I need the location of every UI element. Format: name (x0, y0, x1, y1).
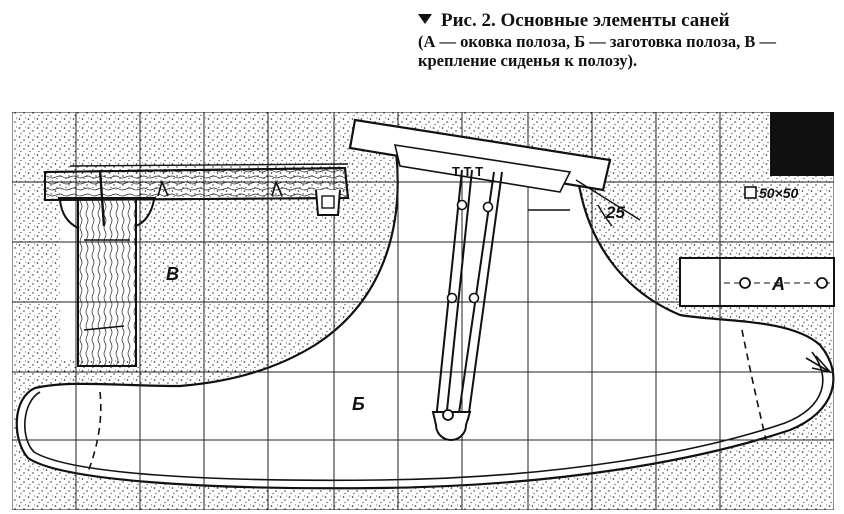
runner-shoe (679, 257, 835, 307)
runner-inner-contour (24, 351, 824, 482)
strut-bottom-eye (431, 409, 472, 441)
figure-legend: (А — оковка полоза, Б — заготовка полоза… (418, 32, 776, 70)
triangle-marker-icon (418, 14, 432, 24)
runner-blank-shape (15, 124, 835, 490)
cut-lines (87, 329, 767, 473)
label-v: В (166, 264, 179, 284)
grid-size-label: 50×50 (759, 185, 799, 201)
seat-board (348, 118, 612, 193)
seat-mount-assembly (44, 163, 350, 367)
figure-number: Рис. 2. (441, 10, 496, 31)
strut-rivets (446, 199, 494, 304)
shoe-end-arrow (805, 355, 833, 374)
label-b: Б (352, 394, 365, 414)
angle-label: 25 (605, 203, 625, 222)
bolt-labels: Т Т Т (452, 164, 483, 179)
scale-square-icon (744, 186, 757, 199)
figure-title: Основные элементы саней (500, 10, 730, 31)
figure-caption: Рис. 2. Основные элементы саней (А — око… (418, 10, 838, 70)
label-a: А (771, 274, 785, 294)
scale-black-square (770, 112, 834, 176)
angle-dimension (528, 179, 641, 227)
